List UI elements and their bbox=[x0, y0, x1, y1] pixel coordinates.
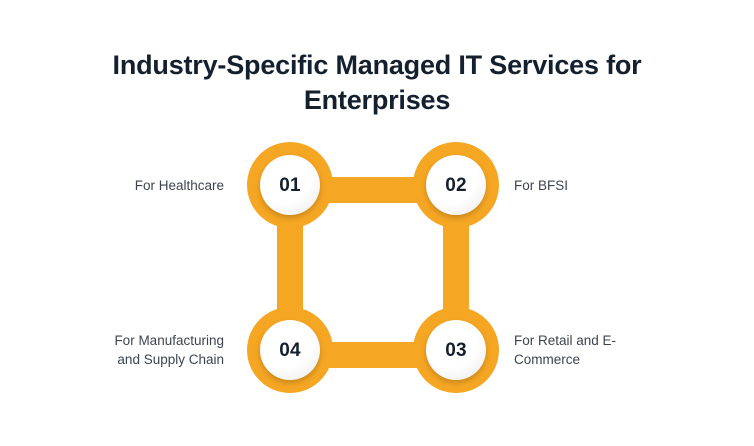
node-01-number: 01 bbox=[279, 174, 301, 196]
node-04-label: For Manufacturing and Supply Chain bbox=[114, 333, 224, 367]
node-03-number: 03 bbox=[445, 339, 467, 361]
node-03-label: For Retail and E- Commerce bbox=[514, 333, 617, 367]
node-02-number: 02 bbox=[445, 174, 467, 196]
node-01-disc: 01 bbox=[260, 155, 320, 215]
node-01-label: For Healthcare bbox=[134, 178, 224, 193]
page-title-container: Industry-Specific Managed IT Services fo… bbox=[77, 48, 677, 118]
node-04-disc: 04 bbox=[260, 320, 320, 380]
diagram-node-04[interactable]: 04 bbox=[247, 307, 333, 393]
node-02-disc: 02 bbox=[426, 155, 486, 215]
diagram-node-02[interactable]: 02 bbox=[413, 142, 499, 228]
node-03-disc: 03 bbox=[426, 320, 486, 380]
page-title: Industry-Specific Managed IT Services fo… bbox=[112, 50, 642, 115]
node-04-number: 04 bbox=[279, 339, 301, 361]
diagram-node-01[interactable]: 01 bbox=[247, 142, 333, 228]
diagram-node-03[interactable]: 03 bbox=[413, 307, 499, 393]
node-02-label: For BFSI bbox=[514, 178, 569, 193]
